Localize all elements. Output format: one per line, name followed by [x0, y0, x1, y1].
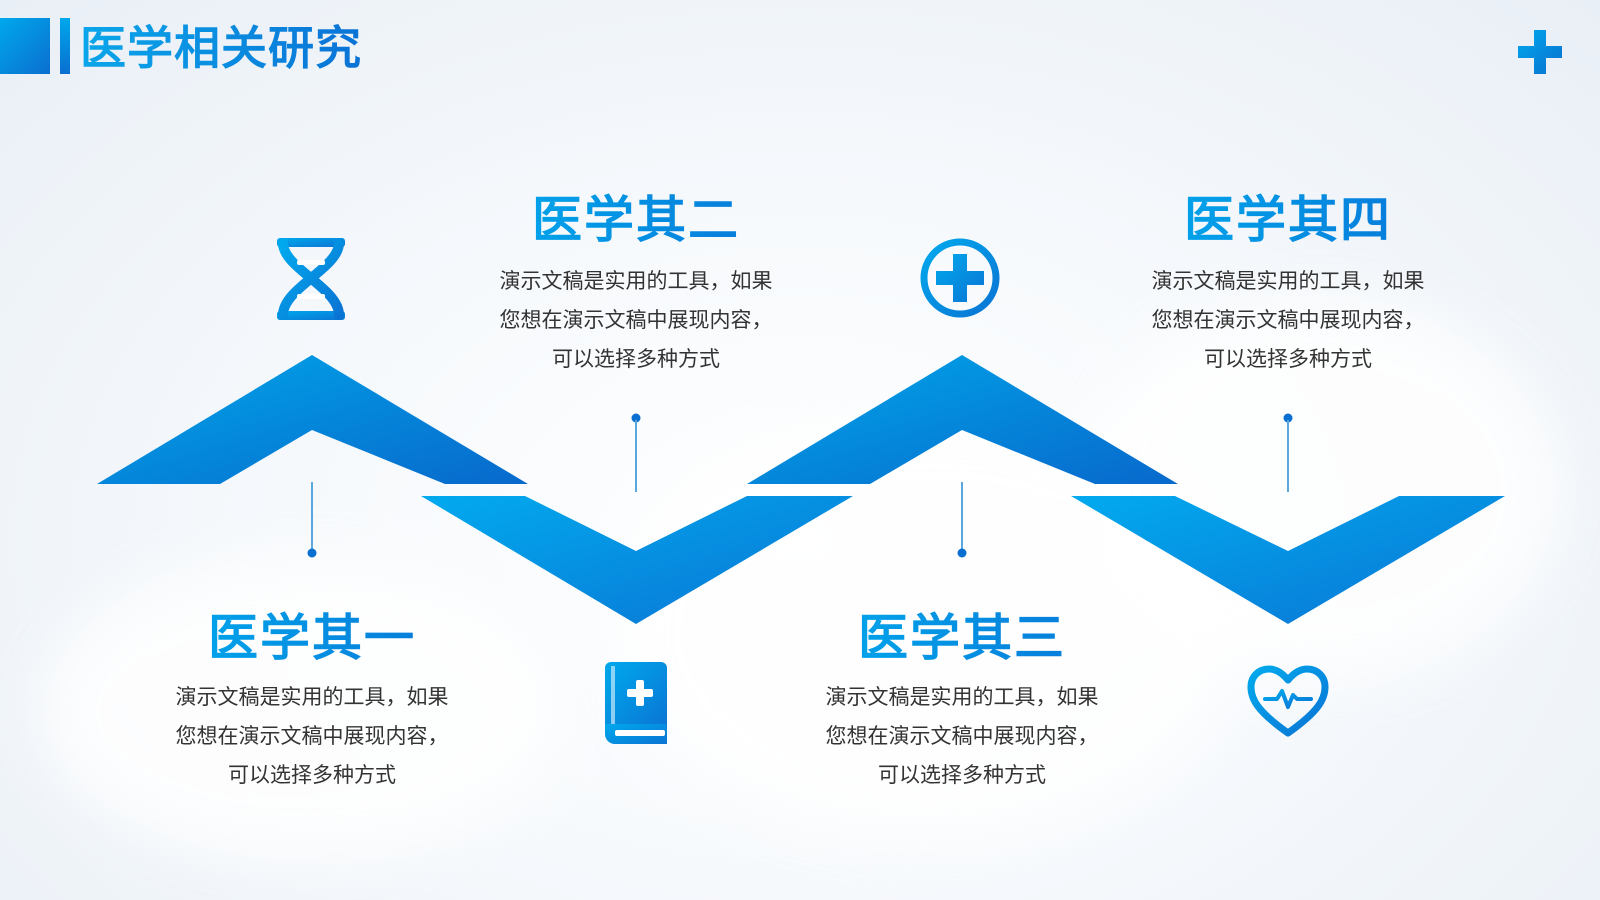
- item-desc-4: 演示文稿是实用的工具，如果您想在演示文稿中展现内容，可以选择多种方式: [1151, 269, 1425, 371]
- corner-plus-icon: [1518, 30, 1562, 74]
- background-cloud: [1080, 300, 1560, 680]
- connector-4: [1283, 413, 1293, 492]
- connector-2: [631, 413, 641, 492]
- item-title-2: 医学其二: [486, 190, 786, 250]
- heart-pulse-icon: [1247, 665, 1329, 737]
- item-desc-1: 演示文稿是实用的工具，如果您想在演示文稿中展现内容，可以选择多种方式: [175, 685, 449, 787]
- item-desc-2: 演示文稿是实用的工具，如果您想在演示文稿中展现内容，可以选择多种方式: [499, 269, 773, 371]
- connector-1: [307, 482, 317, 558]
- chevron-down-2: [1071, 496, 1505, 624]
- dna-icon: [277, 238, 345, 320]
- item-title-1: 医学其一: [162, 608, 462, 668]
- header-accent-block: [0, 18, 50, 74]
- item-desc-3: 演示文稿是实用的工具，如果您想在演示文稿中展现内容，可以选择多种方式: [825, 685, 1099, 787]
- background-cloud: [40, 560, 560, 860]
- chevron-up-1: [97, 355, 528, 484]
- chevron-up-2: [747, 355, 1178, 484]
- chevron-down-1: [421, 496, 853, 624]
- page-title: 医学相关研究: [80, 18, 362, 78]
- book-medical-icon: [605, 662, 667, 744]
- item-title-4: 医学其四: [1138, 190, 1438, 250]
- circle-plus-icon: [920, 238, 1000, 318]
- item-title-3: 医学其三: [812, 608, 1112, 668]
- header-accent-bar: [60, 18, 70, 74]
- connector-3: [957, 482, 967, 558]
